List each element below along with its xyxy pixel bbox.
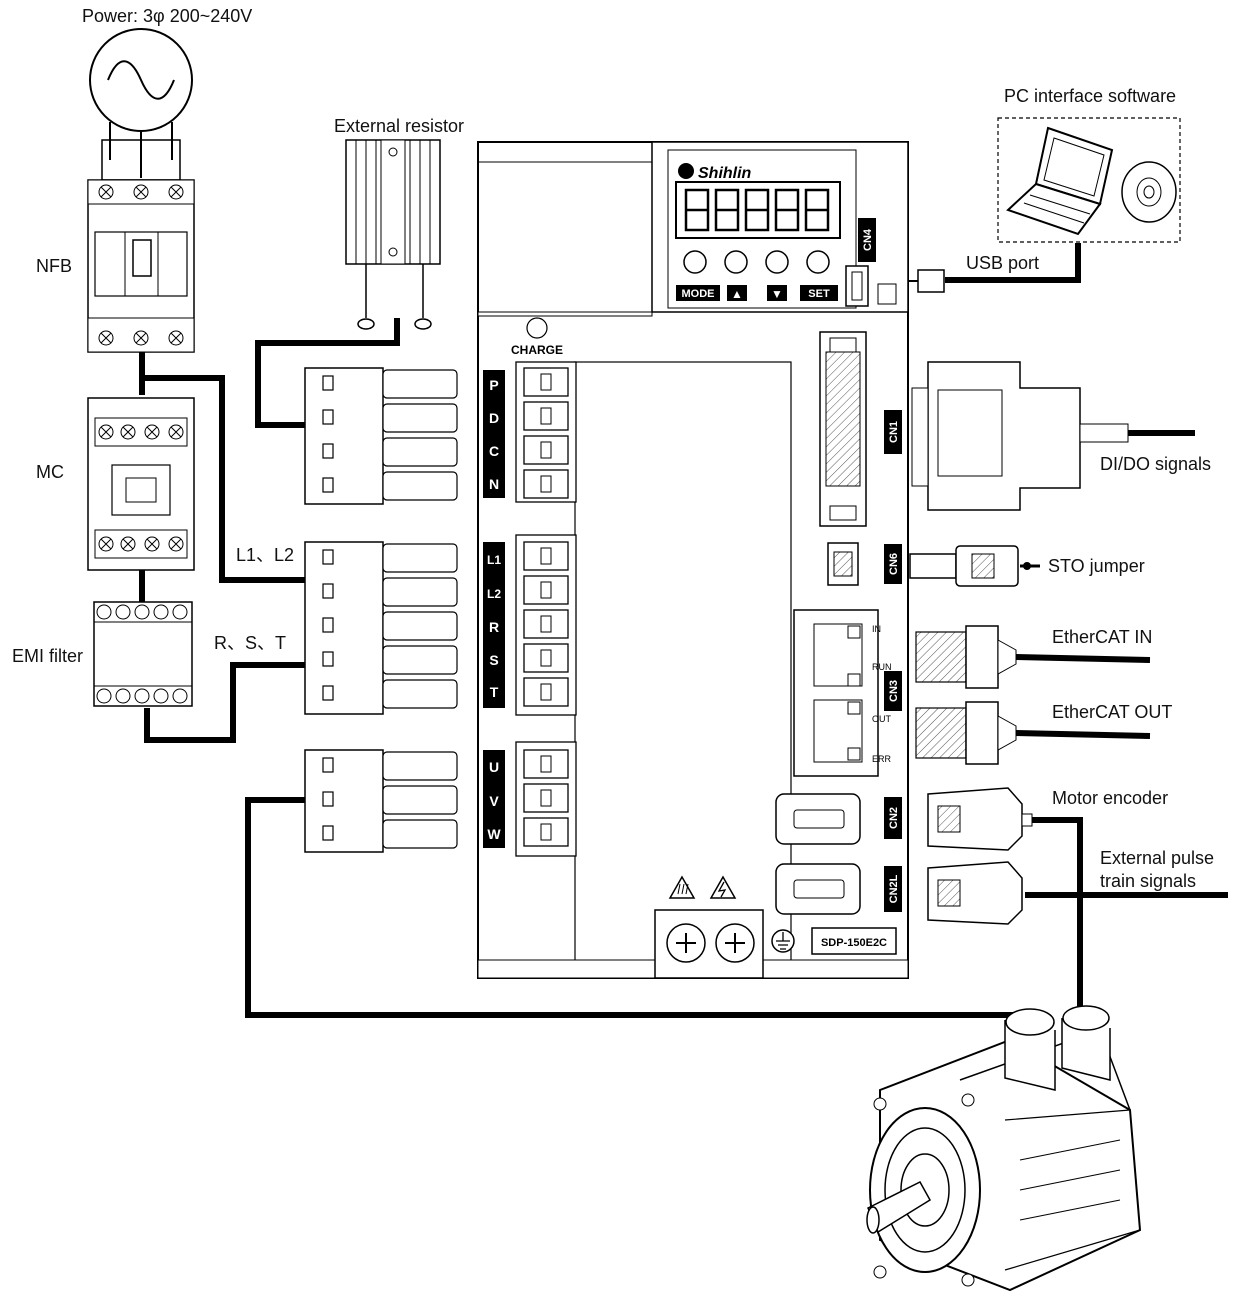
cn2l-label: CN2L [888, 874, 900, 903]
pc-software-label: PC interface software [1004, 86, 1177, 106]
charge-label: CHARGE [511, 343, 563, 357]
up-key[interactable]: ▲ [731, 287, 743, 301]
wire-resistor-pd [255, 318, 400, 428]
cn6-label: CN6 [888, 553, 900, 575]
wires [139, 243, 1228, 1018]
set-key[interactable]: SET [808, 288, 830, 300]
terminal-p: P [489, 377, 498, 393]
wire-encoder [1032, 817, 1083, 1008]
encoder-plug [927, 787, 1033, 851]
terminal-l2: L2 [487, 587, 501, 601]
mode-button-knob [683, 250, 707, 274]
hot-surface-warning-icon [668, 875, 696, 899]
led-out-label: OUT [872, 714, 892, 724]
led-run-label: RUN [872, 662, 892, 672]
sto-jumper-plug [909, 545, 1031, 587]
usb-plug-icon [917, 269, 945, 293]
emi-filter-label: EMI filter [12, 646, 84, 666]
wire-ethercat-out [1014, 730, 1151, 739]
servo-drive: Shihlin MODE ▲ ▼ SET CN4 CHARGE [477, 141, 945, 979]
terminal-d: D [489, 410, 499, 426]
pulse-train-plug [927, 861, 1023, 925]
rst-label: R、S、T [214, 633, 286, 653]
terminal-c: C [489, 443, 499, 459]
usb-port-label: USB port [966, 253, 1040, 273]
cn4-label: CN4 [862, 228, 874, 251]
ethercat-in-label: EtherCAT IN [1052, 627, 1153, 647]
set-button-knob [806, 250, 830, 274]
terminal-v: V [489, 793, 499, 809]
cn1-cable-plug [911, 361, 1129, 511]
brand-logo-icon [678, 163, 694, 179]
terminal-w: W [487, 826, 501, 842]
laptop-icon [1006, 126, 1114, 236]
plug-pdcn [304, 367, 458, 505]
terminal-s: S [489, 652, 498, 668]
up-button-knob [724, 250, 748, 274]
power-connector-icon [1004, 1020, 1056, 1091]
down-key[interactable]: ▼ [771, 287, 783, 301]
external-pulse-label: External pulse [1100, 848, 1215, 868]
cn1-label: CN1 [888, 421, 900, 443]
model-name: SDP-150E2C [821, 937, 887, 949]
mode-key[interactable]: MODE [682, 288, 715, 300]
wire-ethercat-in [1014, 654, 1151, 663]
sto-jumper-label: STO jumper [1048, 556, 1145, 576]
plug-power [304, 541, 458, 715]
nfb-label: NFB [36, 256, 72, 276]
wire-pc-usb [945, 243, 1081, 283]
ethercat-in-plug [915, 625, 1017, 689]
mc-label: MC [36, 462, 64, 482]
terminal-u: U [489, 759, 499, 775]
nfb-breaker [87, 179, 195, 353]
wire-motor-power [245, 797, 1030, 1018]
terminal-l1: L1 [487, 553, 501, 567]
cn2-label: CN2 [888, 807, 900, 829]
emi-filter [93, 601, 193, 707]
motor-encoder-label: Motor encoder [1052, 788, 1169, 808]
ethercat-out-plug [915, 701, 1017, 765]
terminal-r: R [489, 619, 499, 635]
cd-disc-icon [1121, 161, 1177, 223]
brand-name: Shihlin [698, 165, 752, 182]
wire-emi-rst [144, 662, 305, 743]
ethercat-out-label: EtherCAT OUT [1052, 702, 1173, 722]
encoder-connector-icon [1061, 1018, 1111, 1081]
charge-lamp-icon [526, 317, 548, 339]
terminal-letters: P D C N L1 L2 R S T U V W [487, 377, 501, 842]
plug-motor [304, 749, 458, 853]
di-do-signals-label: DI/DO signals [1100, 454, 1212, 474]
l1-l2-label: L1、L2 [236, 545, 295, 565]
electric-shock-warning-icon [709, 875, 737, 899]
external-resistor [345, 139, 441, 330]
servo-motor [866, 1005, 1142, 1292]
pc-interface [997, 117, 1181, 243]
wire-mc-l1l2 [142, 375, 305, 583]
led-err-label: ERR [872, 754, 892, 764]
sine-wave-icon [107, 60, 175, 100]
led-in-label: IN [872, 624, 881, 634]
external-resistor-label: External resistor [334, 116, 465, 136]
cn3-label: CN3 [888, 680, 900, 702]
terminal-t: T [490, 684, 499, 700]
mc-contactor [87, 397, 195, 571]
power-source [89, 28, 193, 181]
down-button-knob [765, 250, 789, 274]
ground-symbol-icon [771, 929, 795, 953]
pulse-train-signals-label: train signals [1100, 871, 1197, 891]
power-label: Power: 3φ 200~240V [82, 6, 253, 26]
terminal-label-tabs [483, 370, 505, 848]
terminal-n: N [489, 476, 499, 492]
